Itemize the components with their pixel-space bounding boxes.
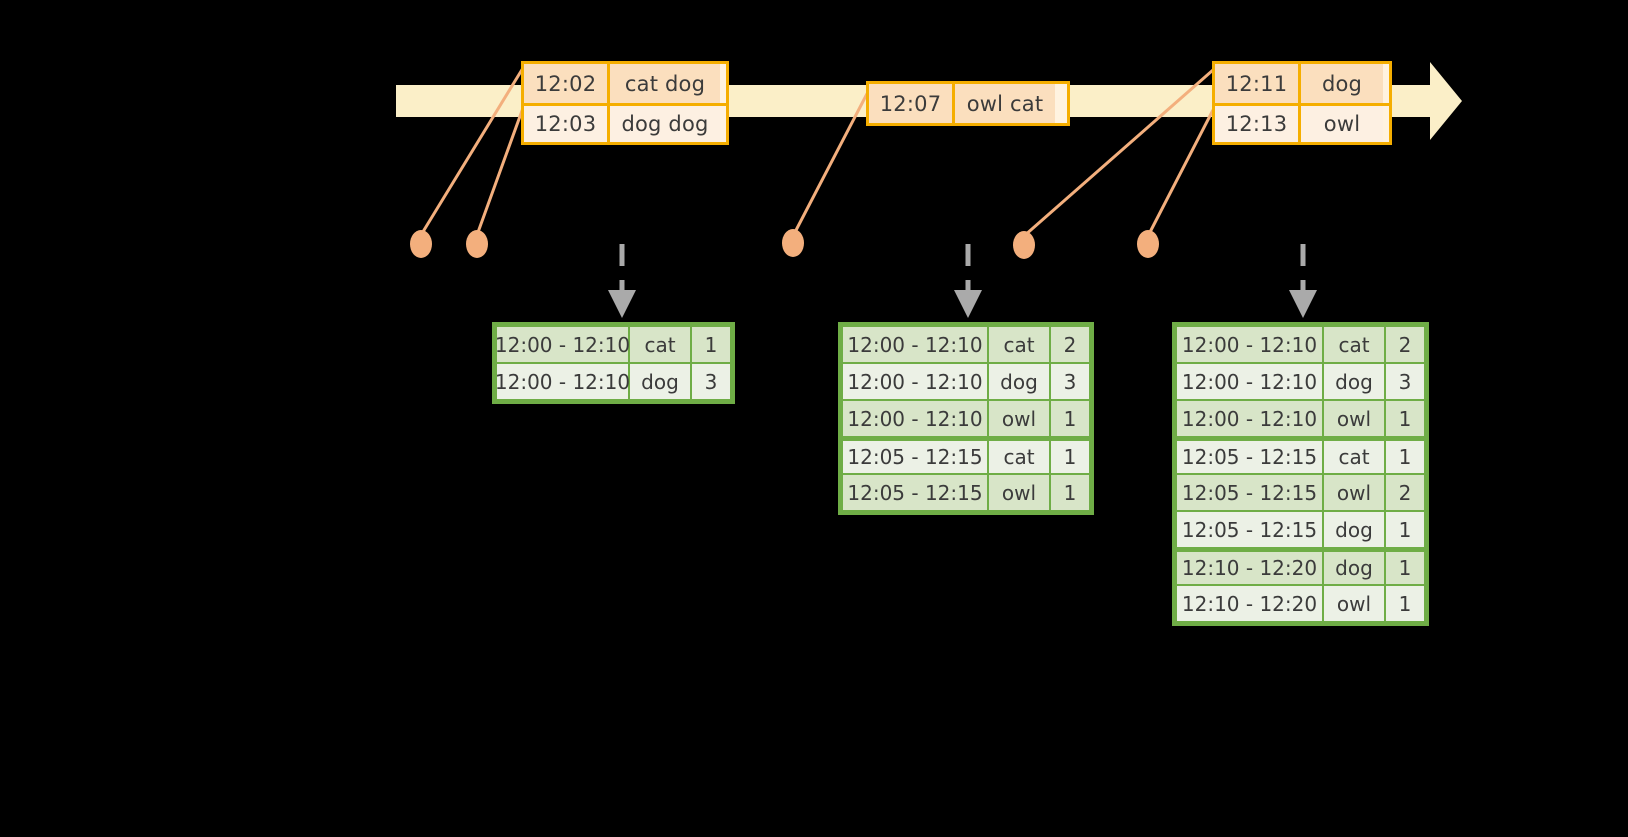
result-table-2: 12:00 - 12:10 cat 2 12:00 - 12:10 dog 3 … xyxy=(838,322,1094,515)
table-row: 12:10 - 12:20 owl 1 xyxy=(1176,585,1425,622)
key-cell: dog xyxy=(1324,512,1384,547)
table-row: 12:00 - 12:10 cat 1 xyxy=(495,326,731,363)
key-cell: owl xyxy=(989,475,1049,510)
window-cell: 12:05 - 12:15 xyxy=(1177,475,1322,510)
event-time: 12:11 xyxy=(1215,64,1301,103)
key-cell: cat xyxy=(989,441,1049,473)
table-row: 12:00 - 12:10 owl 1 xyxy=(1176,400,1425,437)
count-cell: 1 xyxy=(1051,401,1089,436)
emit-arrows xyxy=(608,244,1317,318)
key-cell: owl xyxy=(989,401,1049,436)
result-table-3: 12:00 - 12:10 cat 2 12:00 - 12:10 dog 3 … xyxy=(1172,322,1429,626)
event-group-2: 12:07 owl cat xyxy=(866,81,1070,126)
event-row: 12:07 owl cat xyxy=(869,84,1067,123)
count-cell: 1 xyxy=(1386,441,1424,473)
event-payload: owl xyxy=(1301,106,1383,142)
event-row: 12:03 dog dog xyxy=(524,103,726,142)
window-cell: 12:10 - 12:20 xyxy=(1177,586,1322,621)
key-cell: dog xyxy=(1324,552,1384,584)
event-group-1: 12:02 cat dog 12:03 dog dog xyxy=(521,61,729,145)
event-row: 12:13 owl xyxy=(1215,103,1389,142)
event-dot-3 xyxy=(782,229,804,257)
emit-arrow-3 xyxy=(1289,244,1317,318)
table-row: 12:05 - 12:15 cat 1 xyxy=(842,437,1090,474)
key-cell: cat xyxy=(1324,327,1384,362)
table-row: 12:10 - 12:20 dog 1 xyxy=(1176,548,1425,585)
window-cell: 12:00 - 12:10 xyxy=(1177,364,1322,399)
count-cell: 3 xyxy=(1051,364,1089,399)
window-cell: 12:05 - 12:15 xyxy=(843,441,987,473)
key-cell: owl xyxy=(1324,586,1384,621)
count-cell: 1 xyxy=(692,327,730,362)
event-time: 12:02 xyxy=(524,64,610,103)
table-row: 12:00 - 12:10 dog 3 xyxy=(842,363,1090,400)
count-cell: 1 xyxy=(1051,441,1089,473)
table-row: 12:05 - 12:15 owl 1 xyxy=(842,474,1090,511)
emit-arrow-2 xyxy=(954,244,982,318)
table-row: 12:00 - 12:10 cat 2 xyxy=(842,326,1090,363)
emit-arrow-1 xyxy=(608,244,636,318)
event-time: 12:07 xyxy=(869,84,955,123)
window-cell: 12:00 - 12:10 xyxy=(843,327,987,362)
event-group-3: 12:11 dog 12:13 owl xyxy=(1212,61,1392,145)
key-cell: owl xyxy=(1324,475,1384,510)
table-row: 12:00 - 12:10 owl 1 xyxy=(842,400,1090,437)
key-cell: owl xyxy=(1324,401,1384,436)
event-row: 12:02 cat dog xyxy=(524,64,726,103)
window-cell: 12:00 - 12:10 xyxy=(1177,401,1322,436)
count-cell: 2 xyxy=(1386,327,1424,362)
event-dot-1 xyxy=(410,230,432,258)
event-payload: cat dog xyxy=(610,64,720,103)
event-payload: owl cat xyxy=(955,84,1055,123)
table-row: 12:05 - 12:15 cat 1 xyxy=(1176,437,1425,474)
window-cell: 12:00 - 12:10 xyxy=(495,327,630,362)
window-cell: 12:00 - 12:10 xyxy=(843,364,987,399)
count-cell: 2 xyxy=(1051,327,1089,362)
key-cell: cat xyxy=(989,327,1049,362)
window-cell: 12:05 - 12:15 xyxy=(1177,441,1322,473)
event-dot-5 xyxy=(1137,230,1159,258)
window-cell: 12:10 - 12:20 xyxy=(1177,552,1322,584)
table-row: 12:05 - 12:15 dog 1 xyxy=(1176,511,1425,548)
event-payload: dog xyxy=(1301,64,1383,103)
key-cell: cat xyxy=(630,327,690,362)
table-row: 12:00 - 12:10 dog 3 xyxy=(495,363,731,400)
window-cell: 12:05 - 12:15 xyxy=(1177,512,1322,547)
count-cell: 1 xyxy=(1386,552,1424,584)
window-cell: 12:00 - 12:10 xyxy=(843,401,987,436)
event-time: 12:03 xyxy=(524,106,610,142)
event-dots xyxy=(410,229,1159,259)
table-row: 12:00 - 12:10 dog 3 xyxy=(1176,363,1425,400)
key-cell: dog xyxy=(989,364,1049,399)
table-row: 12:00 - 12:10 cat 2 xyxy=(1176,326,1425,363)
count-cell: 1 xyxy=(1051,475,1089,510)
table-row: 12:05 - 12:15 owl 2 xyxy=(1176,474,1425,511)
event-dot-4 xyxy=(1013,231,1035,259)
count-cell: 1 xyxy=(1386,401,1424,436)
key-cell: cat xyxy=(1324,441,1384,473)
key-cell: dog xyxy=(1324,364,1384,399)
window-cell: 12:00 - 12:10 xyxy=(1177,327,1322,362)
key-cell: dog xyxy=(630,364,690,399)
result-table-1: 12:00 - 12:10 cat 1 12:00 - 12:10 dog 3 xyxy=(492,322,735,404)
count-cell: 1 xyxy=(1386,586,1424,621)
count-cell: 1 xyxy=(1386,512,1424,547)
count-cell: 3 xyxy=(692,364,730,399)
window-cell: 12:05 - 12:15 xyxy=(843,475,987,510)
event-payload: dog dog xyxy=(610,106,720,142)
count-cell: 3 xyxy=(1386,364,1424,399)
event-dot-2 xyxy=(466,230,488,258)
count-cell: 2 xyxy=(1386,475,1424,510)
event-row: 12:11 dog xyxy=(1215,64,1389,103)
event-time: 12:13 xyxy=(1215,106,1301,142)
window-cell: 12:00 - 12:10 xyxy=(495,364,630,399)
